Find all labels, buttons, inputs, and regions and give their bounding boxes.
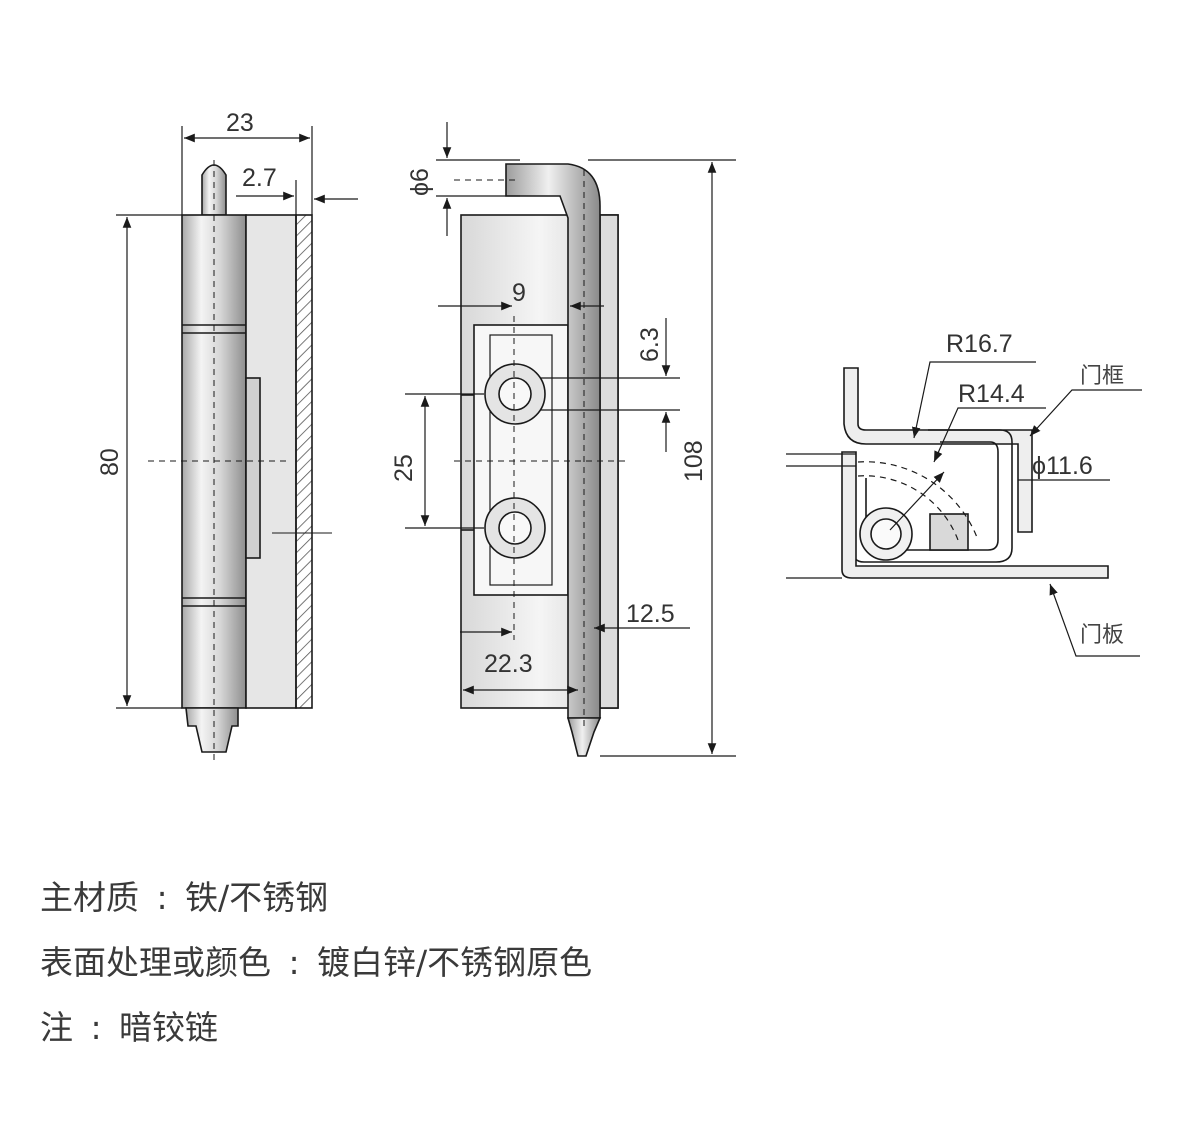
spec-material-label: 主材质 <box>40 878 139 917</box>
dim-side-height: 80 <box>96 448 124 476</box>
spec-finish: 表面处理或颜色:镀白锌/不锈钢原色 <box>40 943 593 982</box>
dim-inner-radius: R14.4 <box>958 380 1025 408</box>
side-hatched-plate <box>295 214 313 709</box>
spec-material: 主材质:铁/不锈钢 <box>40 878 329 917</box>
dim-outer-radius: R16.7 <box>946 330 1013 358</box>
spec-note-label: 注 <box>40 1008 73 1047</box>
front-view-dimensions <box>405 122 736 757</box>
dim-hole-width: 9 <box>512 279 526 307</box>
dim-hole-spacing: 25 <box>390 454 418 482</box>
section-view-leaders <box>889 361 1142 657</box>
front-view <box>454 163 630 757</box>
spec-note-value: 暗铰链 <box>119 1008 218 1047</box>
dim-pin-offset: 2.7 <box>242 164 277 192</box>
dim-hole-offset: 6.3 <box>636 327 664 362</box>
spec-material-value: 铁/不锈钢 <box>185 878 329 917</box>
side-view <box>148 160 332 760</box>
spec-finish-label: 表面处理或颜色 <box>40 943 271 982</box>
dim-pin-diameter: ϕ6 <box>406 168 434 196</box>
door-frame <box>843 367 1033 533</box>
mount-hole-top <box>484 363 546 425</box>
mount-hole-bottom <box>484 497 546 559</box>
label-door-panel: 门板 <box>1080 623 1124 648</box>
dim-pin-circle: ϕ11.6 <box>1032 452 1093 480</box>
side-view-dimensions <box>116 126 358 709</box>
dim-overall-height: 108 <box>680 440 708 482</box>
spec-finish-value: 镀白锌/不锈钢原色 <box>317 943 593 982</box>
section-view <box>786 367 1110 579</box>
side-pin-top <box>201 164 227 216</box>
door-panel <box>841 451 1109 579</box>
dim-pin-center: 12.5 <box>626 600 675 628</box>
dim-side-width: 23 <box>226 109 254 137</box>
label-door-frame: 门框 <box>1080 364 1124 389</box>
side-pin-bottom <box>185 707 239 753</box>
spec-note: 注:暗铰链 <box>40 1008 218 1047</box>
dim-plate-width: 22.3 <box>484 650 533 678</box>
